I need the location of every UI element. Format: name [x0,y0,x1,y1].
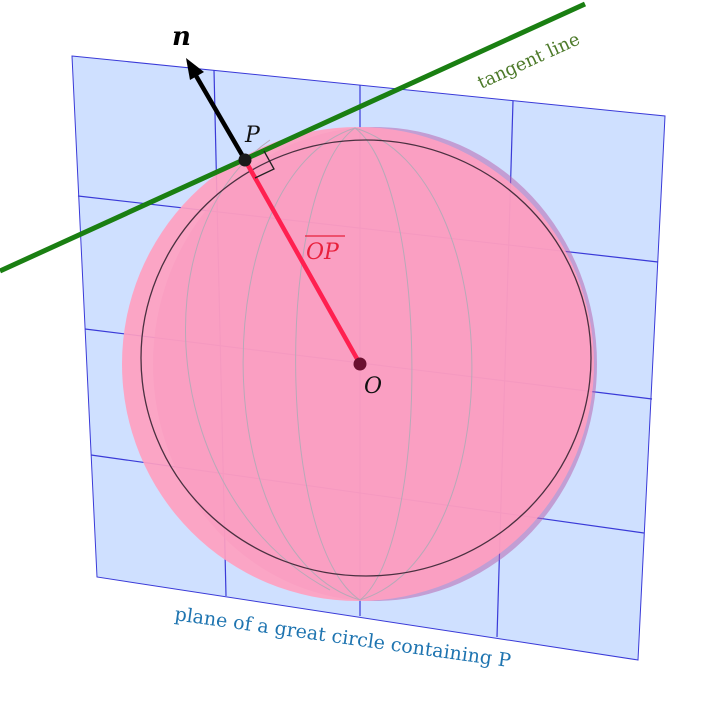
meridian-4 [354,127,473,601]
sphere-meridians [185,127,473,601]
point-p [238,153,252,167]
point-o [353,357,367,371]
meridian-2 [295,127,361,601]
meridian-5 [185,139,331,591]
segment-op [243,158,362,366]
right-angle-mark [254,150,275,179]
center-label: O [364,374,382,399]
point-p-label: P [244,123,261,148]
normal-arrowhead [186,58,204,80]
normal-vector [193,72,247,162]
normal-label: n [172,22,191,52]
tangent-line [0,1,587,274]
great-circle [140,139,592,577]
meridian-1 [242,127,361,601]
meridian-3 [354,127,413,601]
tangent-line-label: tangent line [474,29,583,94]
segment-op-label: OP [306,240,340,265]
